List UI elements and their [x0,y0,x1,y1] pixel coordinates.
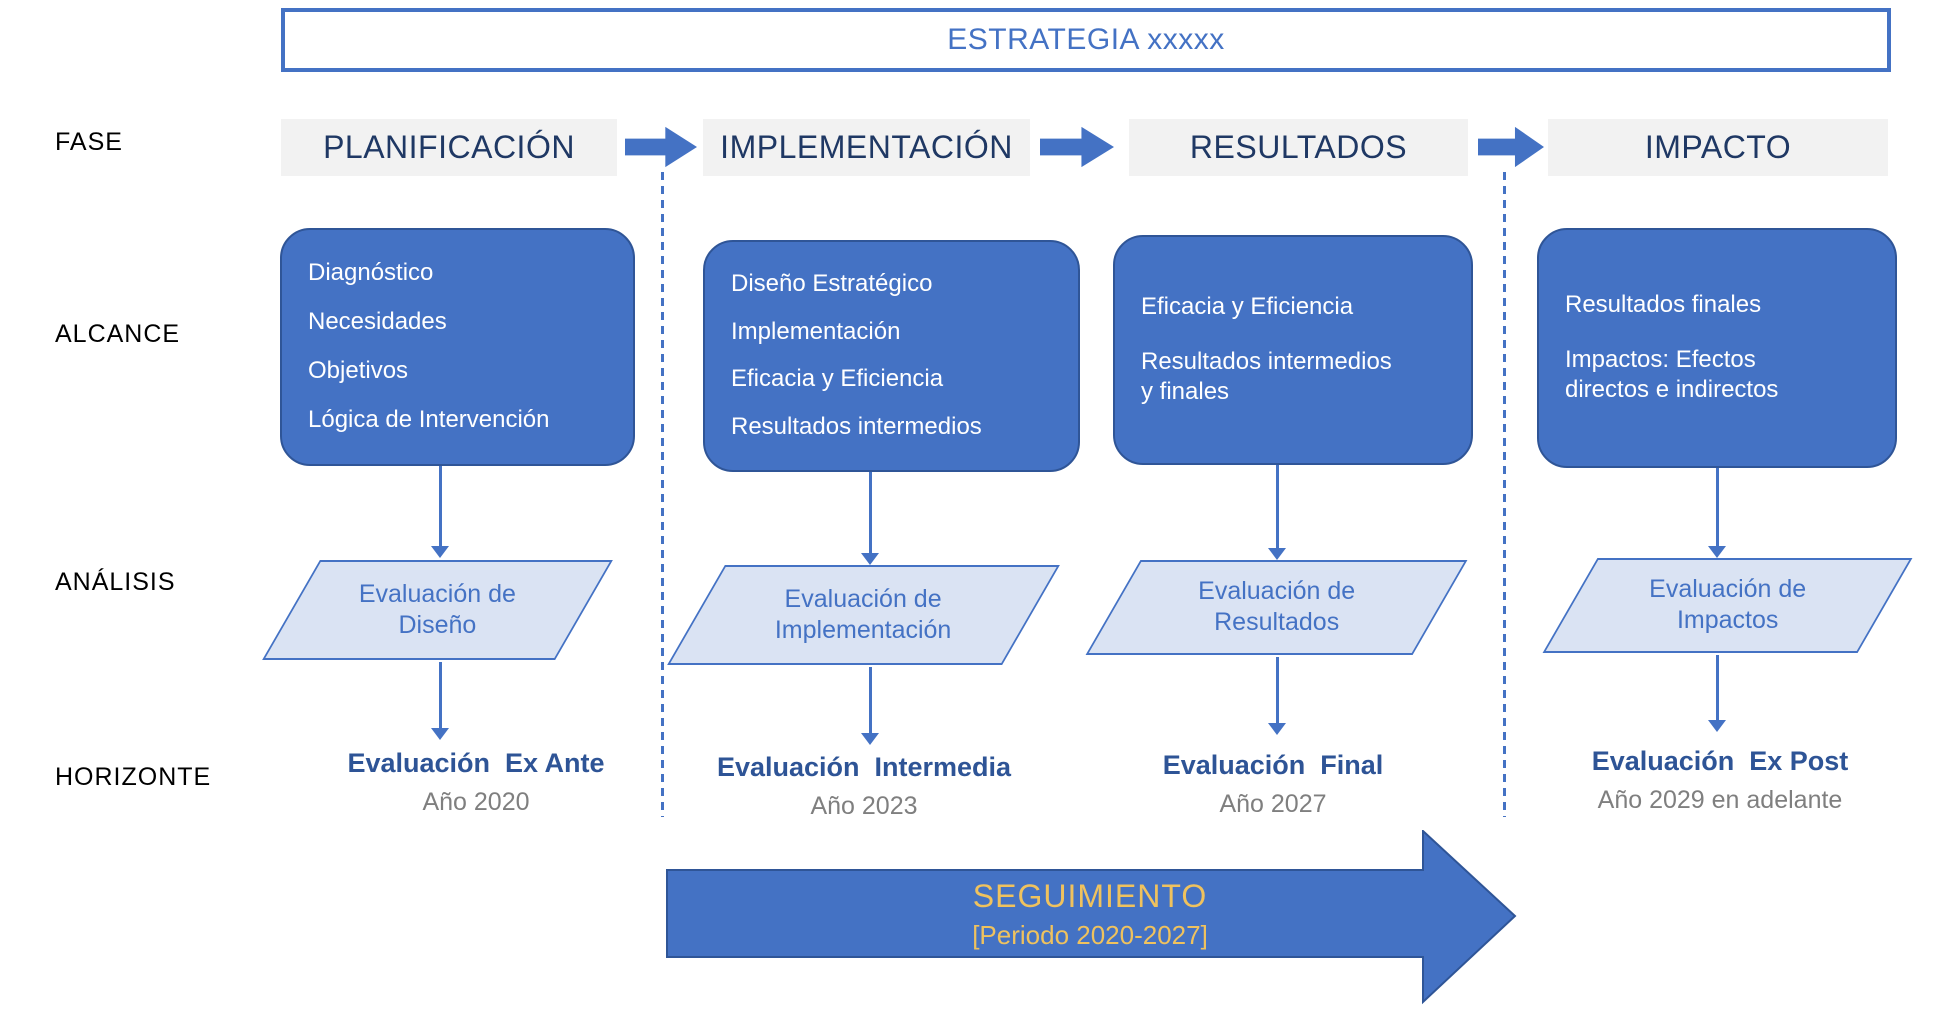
evaluation-name: Evaluación Ex Post [1591,746,1849,776]
scope-item: Resultados finales [1565,290,1762,318]
analysis-label: Evaluación de Resultados [1197,577,1356,637]
seguimiento-arrow-icon [666,830,1517,1005]
row-label-analisis: ANÁLISIS [55,568,176,596]
analysis-label: Evaluación de Implementación [775,584,952,644]
scope-box-planificacion: Diagnóstico Necesidades Objetivos Lógica… [280,228,635,466]
evaluation-year: Año 2027 [1219,790,1327,818]
phase-header-planificacion: PLANIFICACIÓN [281,119,617,176]
scope-item: Resultados intermedios [731,413,982,441]
analysis-parallelogram-diseno: Evaluación de Diseño [262,560,613,660]
evaluation-year: Año 2020 [422,788,530,816]
scope-item: Lógica de Intervención [308,406,550,434]
row-label-fase: FASE [55,128,123,156]
analysis-parallelogram-impactos: Evaluación de Impactos [1542,558,1913,653]
right-arrow-icon [625,126,697,168]
strategy-title: ESTRATEGIA xxxxx [947,23,1225,56]
scope-item: Resultados intermedios y finales [1141,347,1392,406]
scope-item: Implementación [731,317,901,345]
row-label-horizonte: HORIZONTE [55,763,212,791]
down-arrow-icon [1708,655,1726,732]
row-label-alcance: ALCANCE [55,320,181,348]
analysis-label: Evaluación de Impactos [1648,575,1807,635]
down-arrow-icon [431,662,449,740]
down-arrow-icon [1268,657,1286,735]
scope-box-impacto: Resultados finales Impactos: Efectos dir… [1537,228,1897,468]
down-arrow-icon [1268,465,1286,560]
seguimiento-label-block: SEGUIMIENTO [Periodo 2020-2027] [850,878,1330,951]
analysis-label: Evaluación de Diseño [358,579,517,639]
scope-item: Impactos: Efectos directos e indirectos [1565,345,1779,404]
scope-item: Eficacia y Eficiencia [1141,292,1354,320]
phase-header-resultados: RESULTADOS [1129,119,1468,176]
dashed-separator [1503,172,1506,817]
scope-item: Diagnóstico [308,259,434,287]
analysis-parallelogram-resultados: Evaluación de Resultados [1085,560,1468,655]
evaluation-year: Año 2023 [810,792,918,820]
scope-box-implementacion: Diseño Estratégico Implementación Eficac… [703,240,1080,472]
analysis-parallelogram-implementacion: Evaluación de Implementación [667,565,1060,665]
dashed-separator [661,172,664,817]
right-arrow-icon [1478,126,1544,168]
scope-box-resultados: Eficacia y Eficiencia Resultados interme… [1113,235,1473,465]
horizon-block-ex-post: Evaluación Ex Post Año 2029 en adelante [1490,746,1935,815]
horizon-block-final: Evaluación Final Año 2027 [1043,750,1503,819]
scope-item: Diseño Estratégico [731,270,933,298]
down-arrow-icon [861,472,879,565]
down-arrow-icon [1708,468,1726,558]
evaluation-name: Evaluación Final [1162,750,1384,780]
scope-item: Objetivos [308,357,409,385]
seguimiento-period: [Periodo 2020-2027] [972,920,1208,950]
scope-item: Necesidades [308,308,447,336]
strategy-title-box: ESTRATEGIA xxxxx [281,8,1891,72]
right-arrow-icon [1040,126,1114,168]
evaluation-name: Evaluación Intermedia [716,752,1012,782]
phase-header-impacto: IMPACTO [1548,119,1888,176]
phase-header-implementacion: IMPLEMENTACIÓN [703,119,1030,176]
down-arrow-icon [431,466,449,558]
scope-item: Eficacia y Eficiencia [731,365,944,393]
horizon-block-ex-ante: Evaluación Ex Ante Año 2020 [246,748,706,817]
down-arrow-icon [861,667,879,745]
seguimiento-title: SEGUIMIENTO [972,878,1208,914]
evaluation-name: Evaluación Ex Ante [347,748,605,778]
evaluation-year: Año 2029 en adelante [1597,786,1843,814]
horizon-block-intermedia: Evaluación Intermedia Año 2023 [634,752,1094,821]
